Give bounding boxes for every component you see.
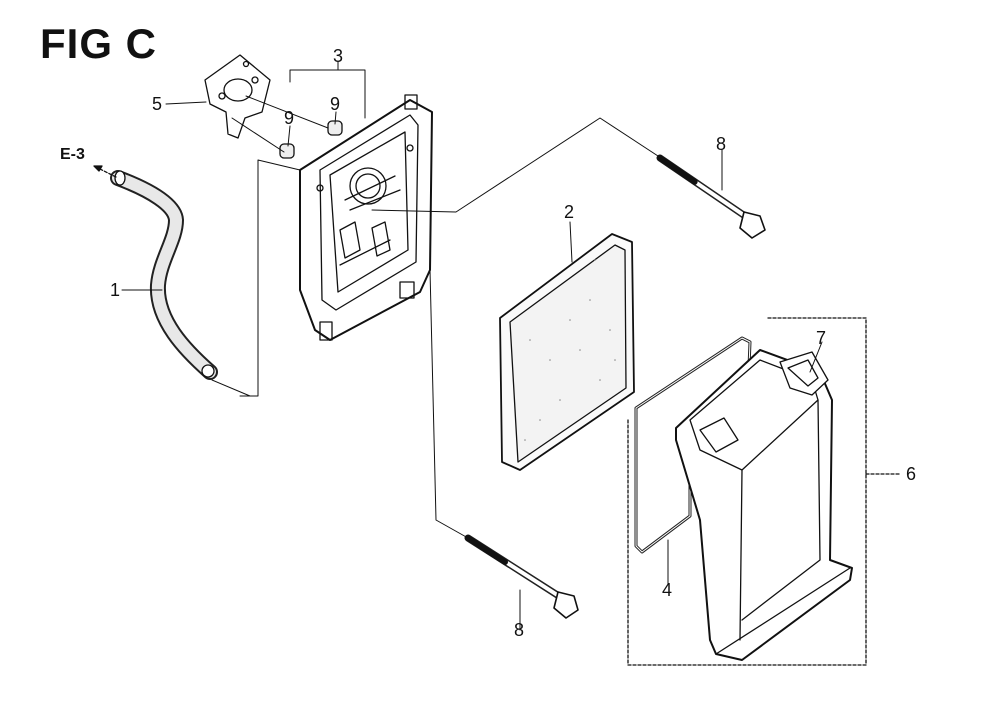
air-cleaner-cover: [675, 349, 853, 661]
figure-title: FIG C: [40, 20, 157, 67]
reference-arrow: [93, 165, 117, 178]
callout-9-lower: 9: [284, 108, 295, 128]
callout-7: 7: [816, 328, 827, 348]
callout-9-upper: 9: [330, 94, 341, 114]
bolt-lower: [464, 534, 579, 619]
cover-assembly-bracket: [627, 317, 901, 666]
reference-label-e3: E-3: [60, 146, 85, 163]
callout-8-lower: 8: [514, 620, 525, 640]
callout-2: 2: [564, 202, 575, 222]
callout-8-upper: 8: [716, 134, 727, 154]
cover-insert: [699, 351, 829, 453]
air-cleaner-case: [299, 94, 433, 341]
callout-5: 5: [152, 94, 163, 114]
callout-1: 1: [110, 280, 121, 300]
collar-lower: [279, 143, 295, 159]
leader-lines: [121, 61, 823, 631]
bolt-upper: [656, 154, 766, 239]
breather-hose: [110, 170, 218, 380]
filter-element: [499, 233, 635, 471]
base-gasket: [204, 54, 271, 139]
callout-3: 3: [333, 46, 344, 66]
callout-6: 6: [906, 464, 917, 484]
callout-4: 4: [662, 580, 673, 600]
